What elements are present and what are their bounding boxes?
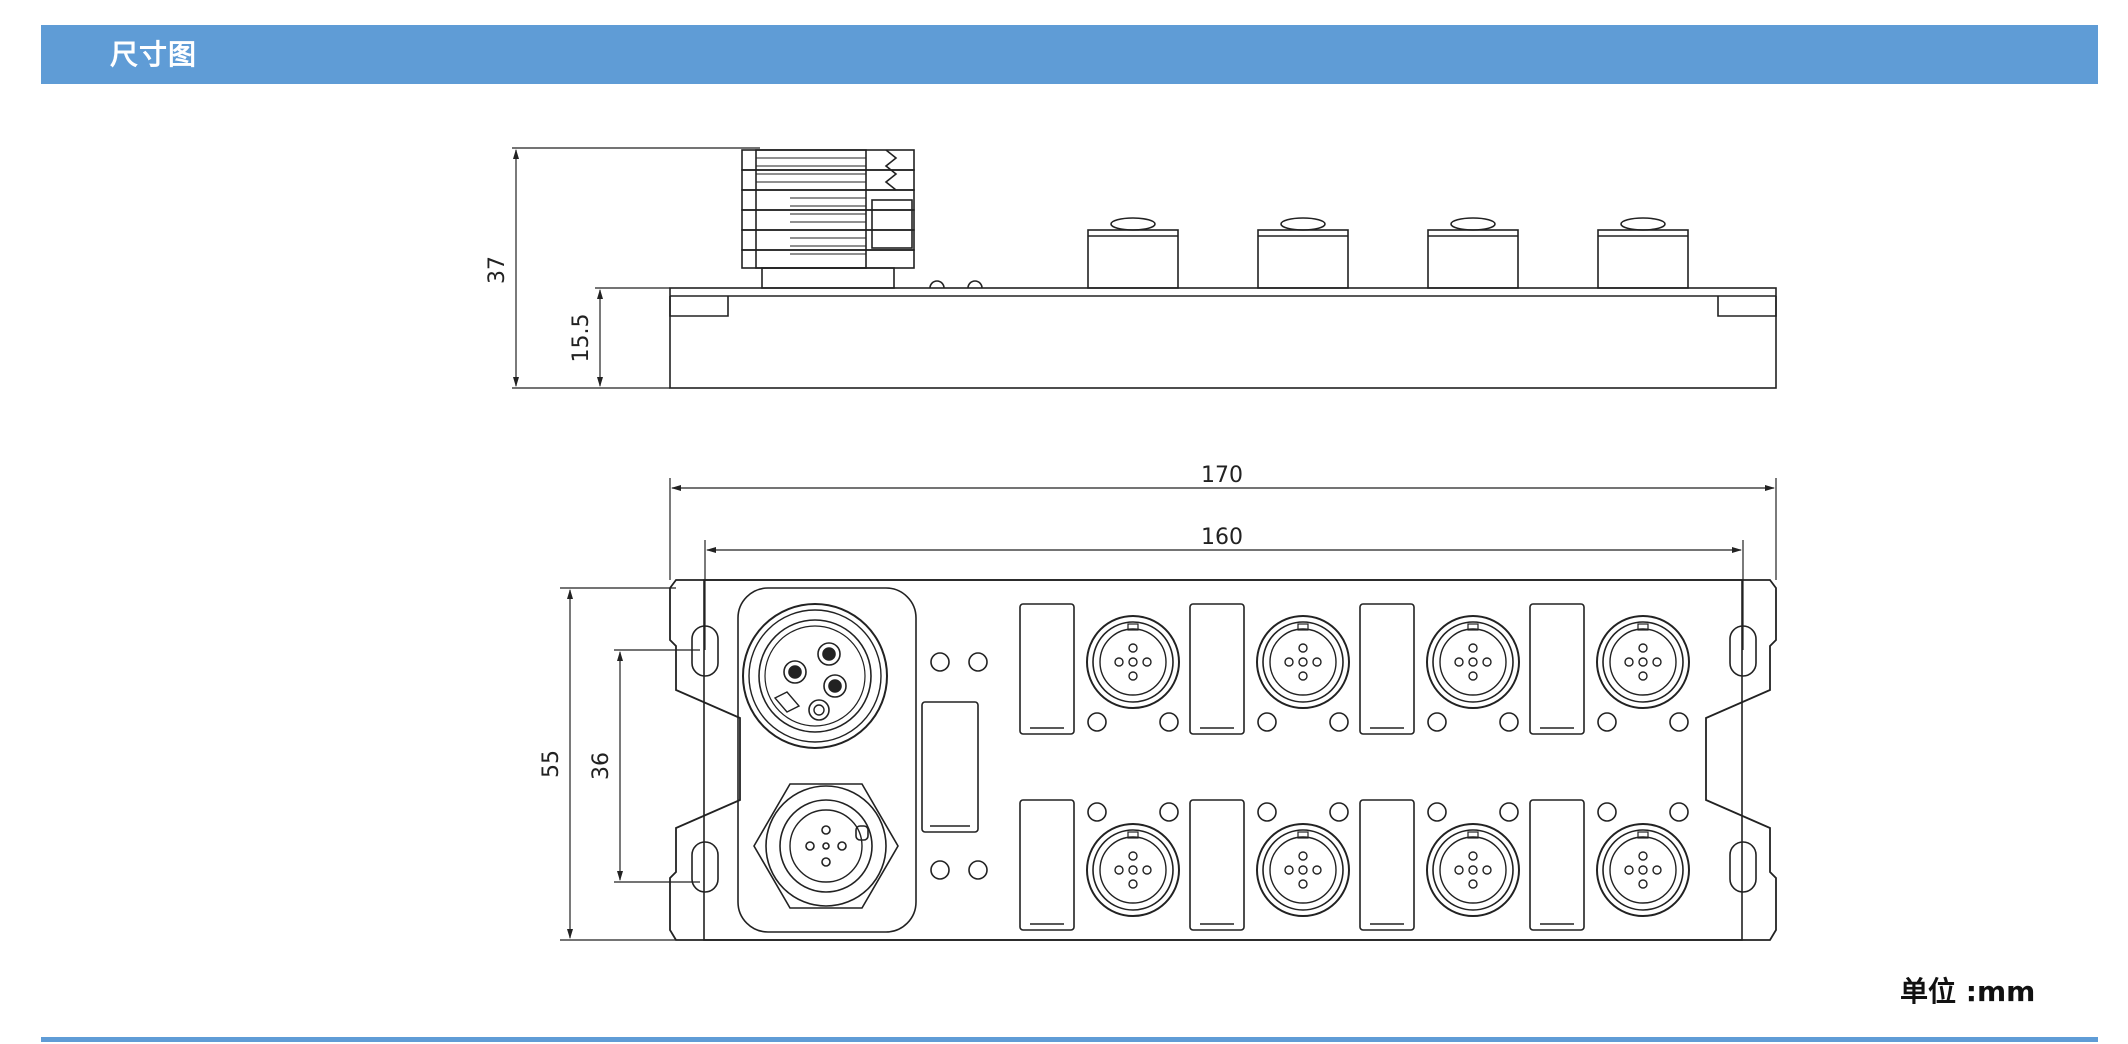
footer-rule xyxy=(41,1037,2098,1042)
unit-label: 单位 :mm xyxy=(1900,975,2036,1008)
top-view xyxy=(560,478,1777,941)
dim-side-body-height: 15.5 xyxy=(569,314,594,363)
dim-top-total-height: 55 xyxy=(539,750,564,778)
side-view xyxy=(512,147,1777,389)
header-bar xyxy=(41,25,2098,84)
dim-top-hole-spacing: 160 xyxy=(1201,525,1243,550)
dim-top-total-width: 170 xyxy=(1201,463,1243,488)
page-title: 尺寸图 xyxy=(110,38,198,71)
dim-side-total-height: 37 xyxy=(485,256,510,284)
dim-top-hole-vertical-spacing: 36 xyxy=(589,752,614,780)
